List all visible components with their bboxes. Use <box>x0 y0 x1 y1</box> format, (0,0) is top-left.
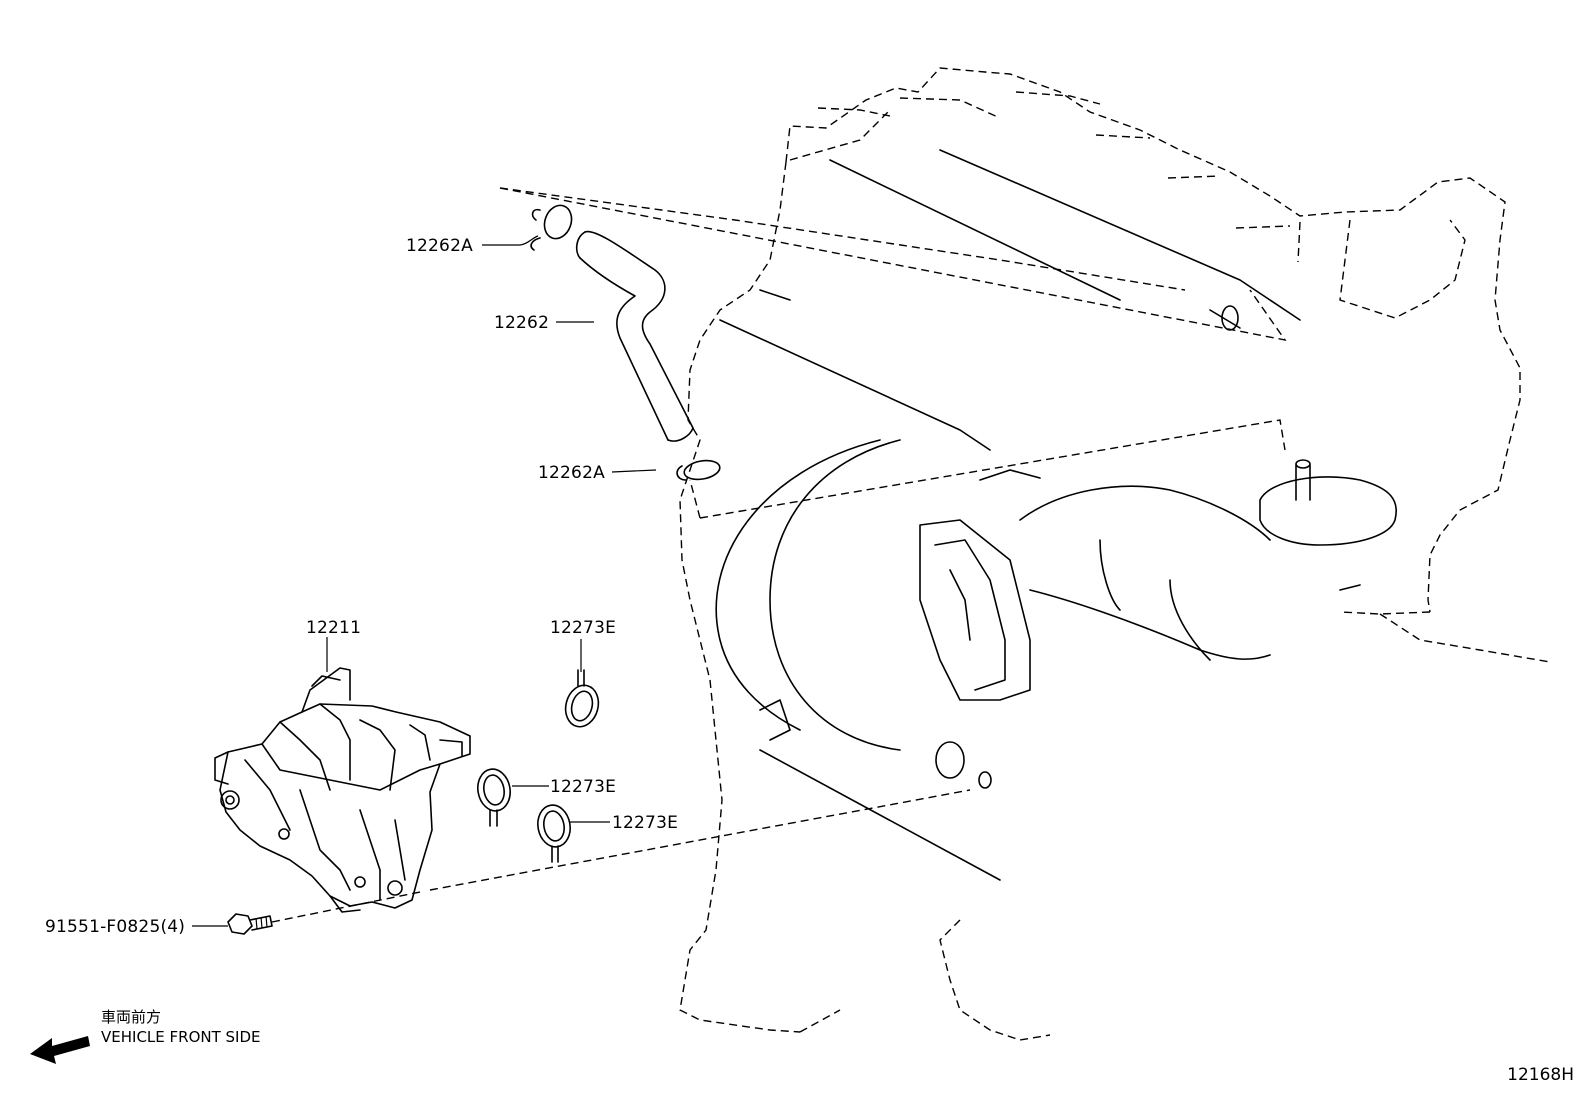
gasket-1-part <box>564 669 600 728</box>
callout-12273e-1: 12273E <box>550 618 617 638</box>
callout-12262a-bottom: 12262A <box>538 463 605 483</box>
illustration-code: 12168H <box>1507 1065 1574 1085</box>
callout-12211: 12211 <box>306 618 362 638</box>
callout-12262: 12262 <box>494 313 550 333</box>
engine-block-outline <box>499 67 1551 1041</box>
hose-clip-top-part <box>530 204 573 251</box>
leader-lines <box>192 235 657 927</box>
callout-bolt: 91551-F0825(4) <box>45 917 186 937</box>
legend-japanese: 車両前方 <box>101 1008 162 1026</box>
vehicle-front-legend: 車両前方 VEHICLE FRONT SIDE <box>101 1007 261 1047</box>
legend-english: VEHICLE FRONT SIDE <box>101 1028 261 1046</box>
install-line <box>271 789 971 923</box>
hose-clip-bottom-part <box>676 459 721 481</box>
gasket-2-part <box>477 768 511 827</box>
hose-part <box>575 230 694 442</box>
callout-12262a-top: 12262A <box>406 236 473 256</box>
callout-12273e-2: 12273E <box>550 777 617 797</box>
gasket-3-part <box>537 804 571 863</box>
separator-assembly-part <box>214 667 471 913</box>
engine-detail-lines <box>715 149 1397 881</box>
bolt-part <box>227 913 273 935</box>
vehicle-front-arrow-icon <box>30 1036 90 1064</box>
callout-12273e-3: 12273E <box>612 813 679 833</box>
